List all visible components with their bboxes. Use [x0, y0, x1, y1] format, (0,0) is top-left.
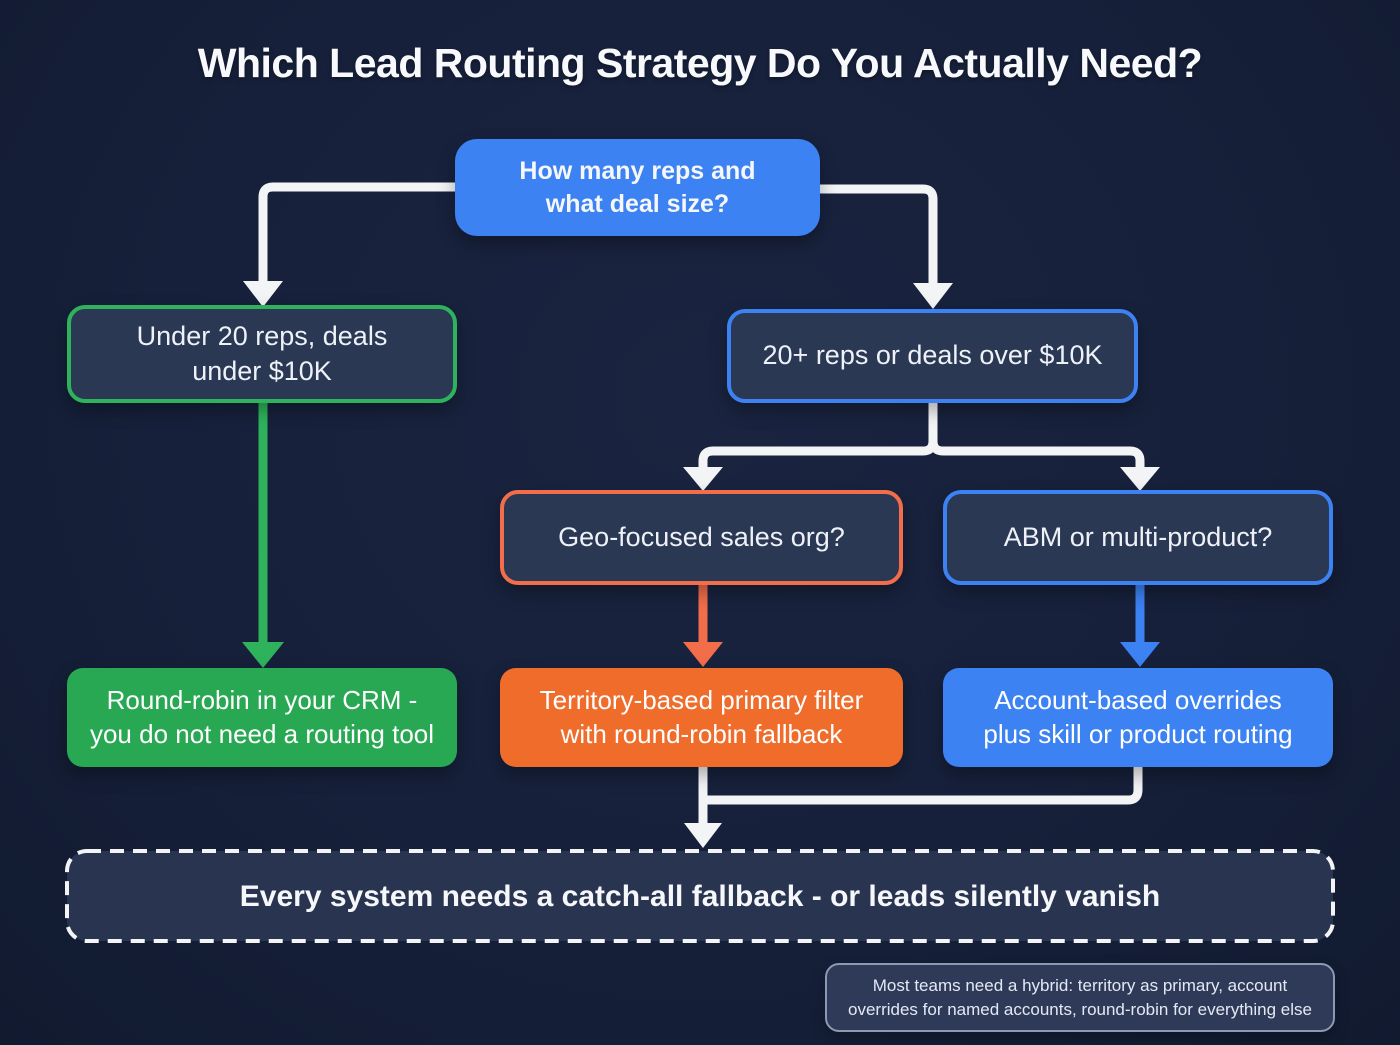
arrowhead-abm: [1120, 467, 1160, 491]
node-small-team-label: Under 20 reps, deals under $10K: [136, 320, 388, 386]
node-territory-label: Territory-based primary filter with roun…: [539, 684, 864, 749]
fallback-banner-label: Every system needs a catch-all fallback …: [239, 879, 1161, 913]
node-geo-label: Geo-focused sales org?: [558, 521, 845, 552]
connector-large-team-to-abm: [928, 402, 1145, 469]
node-large-team: 20+ reps or deals over $10K: [727, 309, 1138, 403]
arrowhead-small-team: [243, 281, 283, 307]
page-title: Which Lead Routing Strategy Do You Actua…: [197, 40, 1203, 86]
connector-root-to-small-team: [258, 182, 455, 283]
node-root-label: How many reps and what deal size?: [519, 157, 756, 218]
node-abm-label: ABM or multi-product?: [1003, 521, 1273, 552]
connector-large-team-to-geo: [698, 402, 938, 469]
node-territory-answer: Territory-based primary filter with roun…: [500, 668, 903, 767]
node-round-robin-label: Round-robin in your CRM - you do not nee…: [89, 684, 435, 749]
arrowhead-large-team: [913, 283, 953, 309]
node-large-team-label: 20+ reps or deals over $10K: [762, 340, 1103, 371]
connector-root-to-large-team: [820, 184, 938, 285]
arrowhead-fallback: [684, 823, 722, 848]
connector-account-merge: [703, 766, 1143, 805]
node-round-robin-answer: Round-robin in your CRM - you do not nee…: [67, 668, 457, 767]
arrowhead-geo: [683, 467, 723, 491]
arrowhead-round-robin: [242, 642, 284, 668]
fallback-box-outline: [65, 849, 1335, 943]
node-account-label: Account-based overrides plus skill or pr…: [983, 684, 1293, 749]
arrowhead-account: [1120, 642, 1160, 667]
node-root-question: How many reps and what deal size?: [455, 139, 820, 236]
hybrid-note-text: Most teams need a hybrid: territory as p…: [848, 975, 1312, 1019]
hybrid-note: Most teams need a hybrid: territory as p…: [825, 963, 1335, 1032]
node-small-team: Under 20 reps, deals under $10K: [67, 305, 457, 403]
node-geo-question: Geo-focused sales org?: [500, 490, 903, 585]
node-abm-question: ABM or multi-product?: [943, 490, 1333, 585]
node-account-answer: Account-based overrides plus skill or pr…: [943, 668, 1333, 767]
node-fallback-banner: Every system needs a catch-all fallback …: [65, 849, 1335, 943]
arrowhead-territory: [683, 642, 723, 667]
